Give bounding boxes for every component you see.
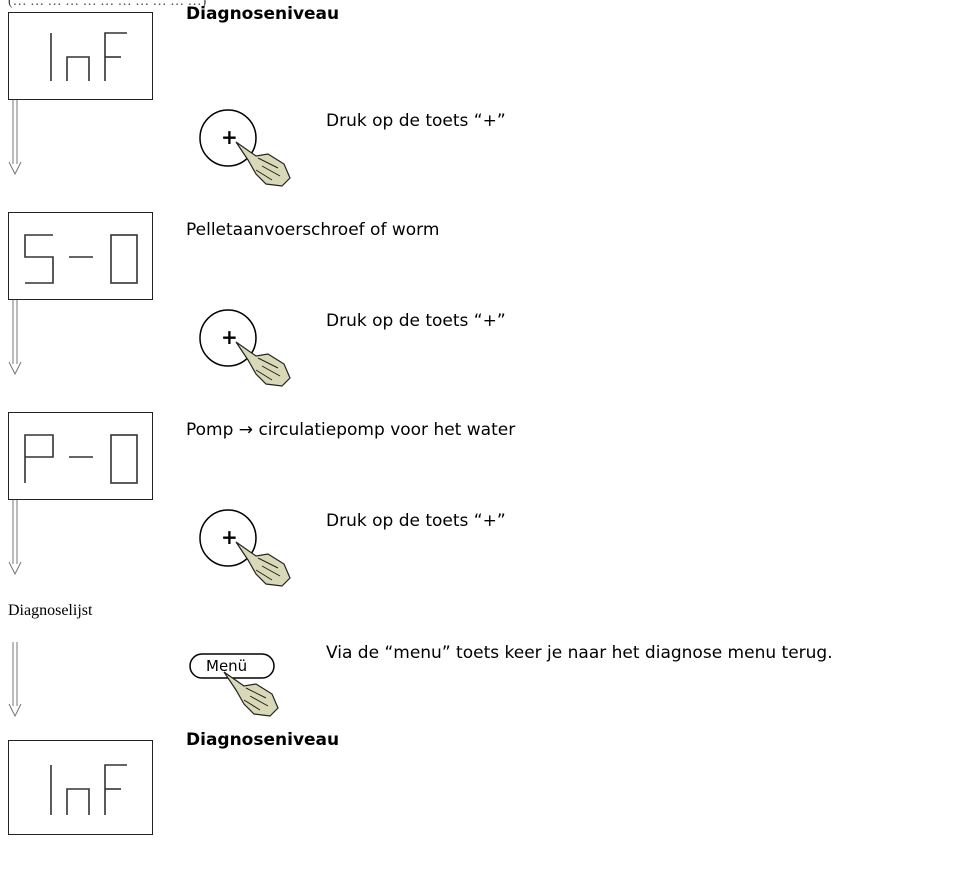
lcd-digits-s0 [24, 234, 138, 284]
plus-button-hand-icon[interactable]: + [186, 98, 316, 188]
action-text-1: Druk op de toets “+” [326, 111, 506, 131]
caption-pomp: Pomp → circulatiepomp voor het water [186, 420, 516, 440]
down-arrow-icon [8, 500, 22, 576]
action-text-2: Druk op de toets “+” [326, 311, 506, 331]
action-text-menu: Via de “menu” toets keer je naar het dia… [326, 643, 833, 663]
lcd-digits-p0 [24, 434, 138, 484]
svg-text:+: + [221, 325, 238, 349]
down-arrow-icon [8, 100, 22, 176]
lcd-digits-inf-final [50, 764, 127, 815]
down-arrow-icon [8, 642, 22, 718]
menu-button-hand-icon[interactable] [186, 646, 326, 726]
lcd-display-p0 [8, 412, 153, 500]
caption-diagnoseniveau-1: Diagnoseniveau [186, 4, 340, 24]
lcd-display-inf-final [8, 740, 153, 835]
lcd-display-inf [8, 12, 153, 100]
plus-button-hand-icon[interactable]: + [186, 498, 316, 588]
caption-pelletaanvoer: Pelletaanvoerschroef of worm [186, 220, 440, 240]
diagnoselijst-label: Diagnoselijst [8, 602, 93, 619]
lcd-display-s0 [8, 212, 153, 300]
header-fragment: (… … … … … … … … … … …) [8, 0, 207, 9]
plus-button-hand-icon[interactable]: + [186, 298, 316, 388]
caption-diagnoseniveau-2: Diagnoseniveau [186, 730, 340, 750]
action-text-3: Druk op de toets “+” [326, 511, 506, 531]
down-arrow-icon [8, 300, 22, 376]
svg-text:+: + [221, 525, 238, 549]
menu-button-label: Menü [206, 657, 248, 675]
svg-text:+: + [221, 125, 238, 149]
lcd-digits-inf [50, 32, 127, 81]
